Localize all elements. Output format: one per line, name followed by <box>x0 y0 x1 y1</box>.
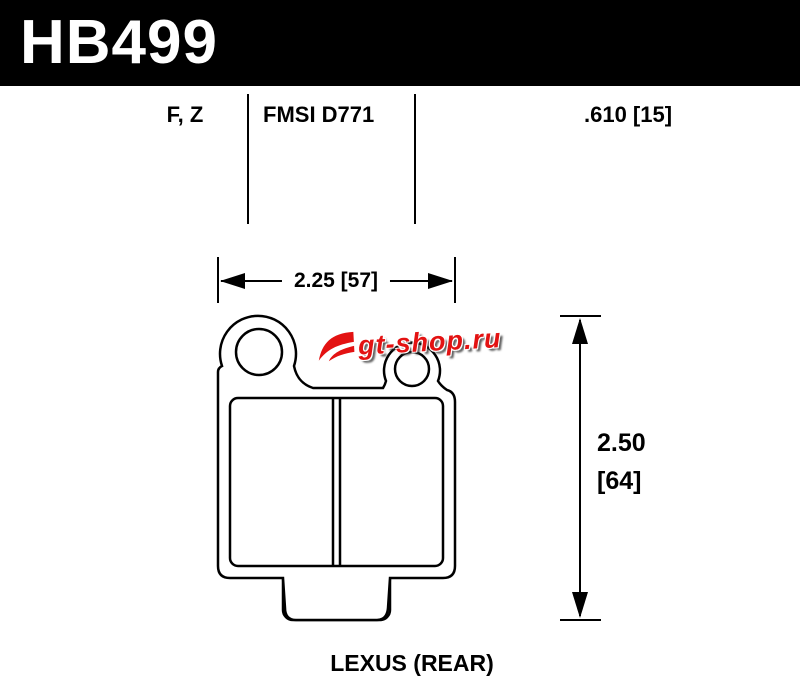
part-number: HB499 <box>20 8 218 77</box>
pad-thickness: .610 [15] <box>584 102 673 127</box>
vehicle-application: LEXUS (REAR) <box>330 650 494 676</box>
column-dividers <box>247 94 416 224</box>
width-dimension-label: 2.25 [57] <box>281 269 391 293</box>
height-dimension-mm: [64] <box>597 467 642 495</box>
watermark: gt-shop.ru <box>315 321 502 365</box>
header-bar: HB499 <box>0 0 800 86</box>
height-dimension <box>560 315 601 621</box>
height-dimension-inches: 2.50 <box>597 429 646 457</box>
compound-codes: F, Z <box>166 102 204 127</box>
arrow-down-icon <box>572 592 588 618</box>
fmsi-number: FMSI D771 <box>263 102 375 127</box>
flame-icon <box>318 331 355 362</box>
arrow-left-icon <box>220 273 245 289</box>
arrow-up-icon <box>572 318 588 344</box>
right-ear-hole <box>393 350 431 388</box>
height-dimension-label: 2.50 [64] <box>597 424 646 500</box>
backing-plate <box>216 314 457 622</box>
friction-pad-face <box>228 396 445 568</box>
watermark-text: gt-shop.ru <box>357 322 503 361</box>
arrow-right-icon <box>428 273 453 289</box>
brake-pad-outline <box>216 314 457 622</box>
left-ear-hole <box>234 327 284 377</box>
